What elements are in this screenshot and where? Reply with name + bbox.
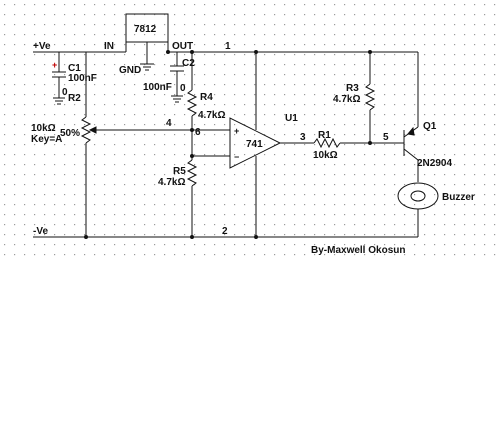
label-reg-gnd: GND [119, 65, 141, 76]
label-c1-plus: + [52, 60, 57, 70]
label-r3: R3 [346, 83, 359, 94]
label-node-3: 3 [300, 132, 306, 143]
label-node-4: 4 [166, 118, 172, 129]
transistor-emitter-arrow [407, 126, 415, 136]
pot-wiper-arrow [88, 126, 97, 134]
label-r1-value: 10kΩ [313, 150, 338, 161]
label-opamp-minus: − [234, 152, 239, 162]
grid-background [0, 0, 500, 262]
label-r1: R1 [318, 130, 331, 141]
label-c1: C1 [68, 63, 81, 74]
label-c2-value: 100nF [143, 82, 172, 93]
label-opamp-plus: + [234, 126, 239, 136]
resistor-r1 [313, 137, 341, 149]
label-pot-value: 10kΩ [31, 123, 56, 134]
label-pot-percent: 50% [60, 128, 80, 139]
label-c1-value: 100nF [68, 73, 97, 84]
label-r3-value: 4.7kΩ [333, 94, 360, 105]
label-c2: C2 [182, 58, 195, 69]
label-r5: R5 [173, 166, 186, 177]
label-reg-out: OUT [172, 41, 193, 52]
label-regulator: 7812 [134, 24, 157, 35]
label-r4-value: 4.7kΩ [198, 110, 225, 121]
junction-dots [84, 50, 372, 239]
label-author: By-Maxwell Okosun [311, 245, 405, 256]
resistor-r3 [364, 83, 376, 111]
resistor-r5 [186, 159, 198, 187]
opamp-741 [229, 117, 282, 169]
label-node-5: 5 [383, 132, 389, 143]
label-node-0a: 0 [62, 87, 68, 98]
label-buzzer: Buzzer [442, 192, 475, 203]
label-node-0b: 0 [180, 83, 186, 94]
label-reg-in: IN [104, 41, 114, 52]
label-q1: Q1 [423, 121, 437, 132]
label-pot-name: Key=A [31, 134, 62, 145]
label-u1: U1 [285, 113, 298, 124]
label-vneg: -Ve [33, 226, 48, 237]
potentiometer [80, 116, 92, 144]
label-node-6: 6 [195, 127, 201, 138]
label-opamp: 741 [246, 139, 263, 150]
resistor-r4 [186, 89, 198, 117]
label-r2: R2 [68, 93, 81, 104]
label-r4: R4 [200, 92, 213, 103]
label-q1-type: 2N2904 [417, 158, 452, 169]
label-node-1: 1 [225, 41, 231, 52]
label-node-2: 2 [222, 226, 228, 237]
label-vpos: +Ve [33, 41, 51, 52]
label-r5-value: 4.7kΩ [158, 177, 185, 188]
